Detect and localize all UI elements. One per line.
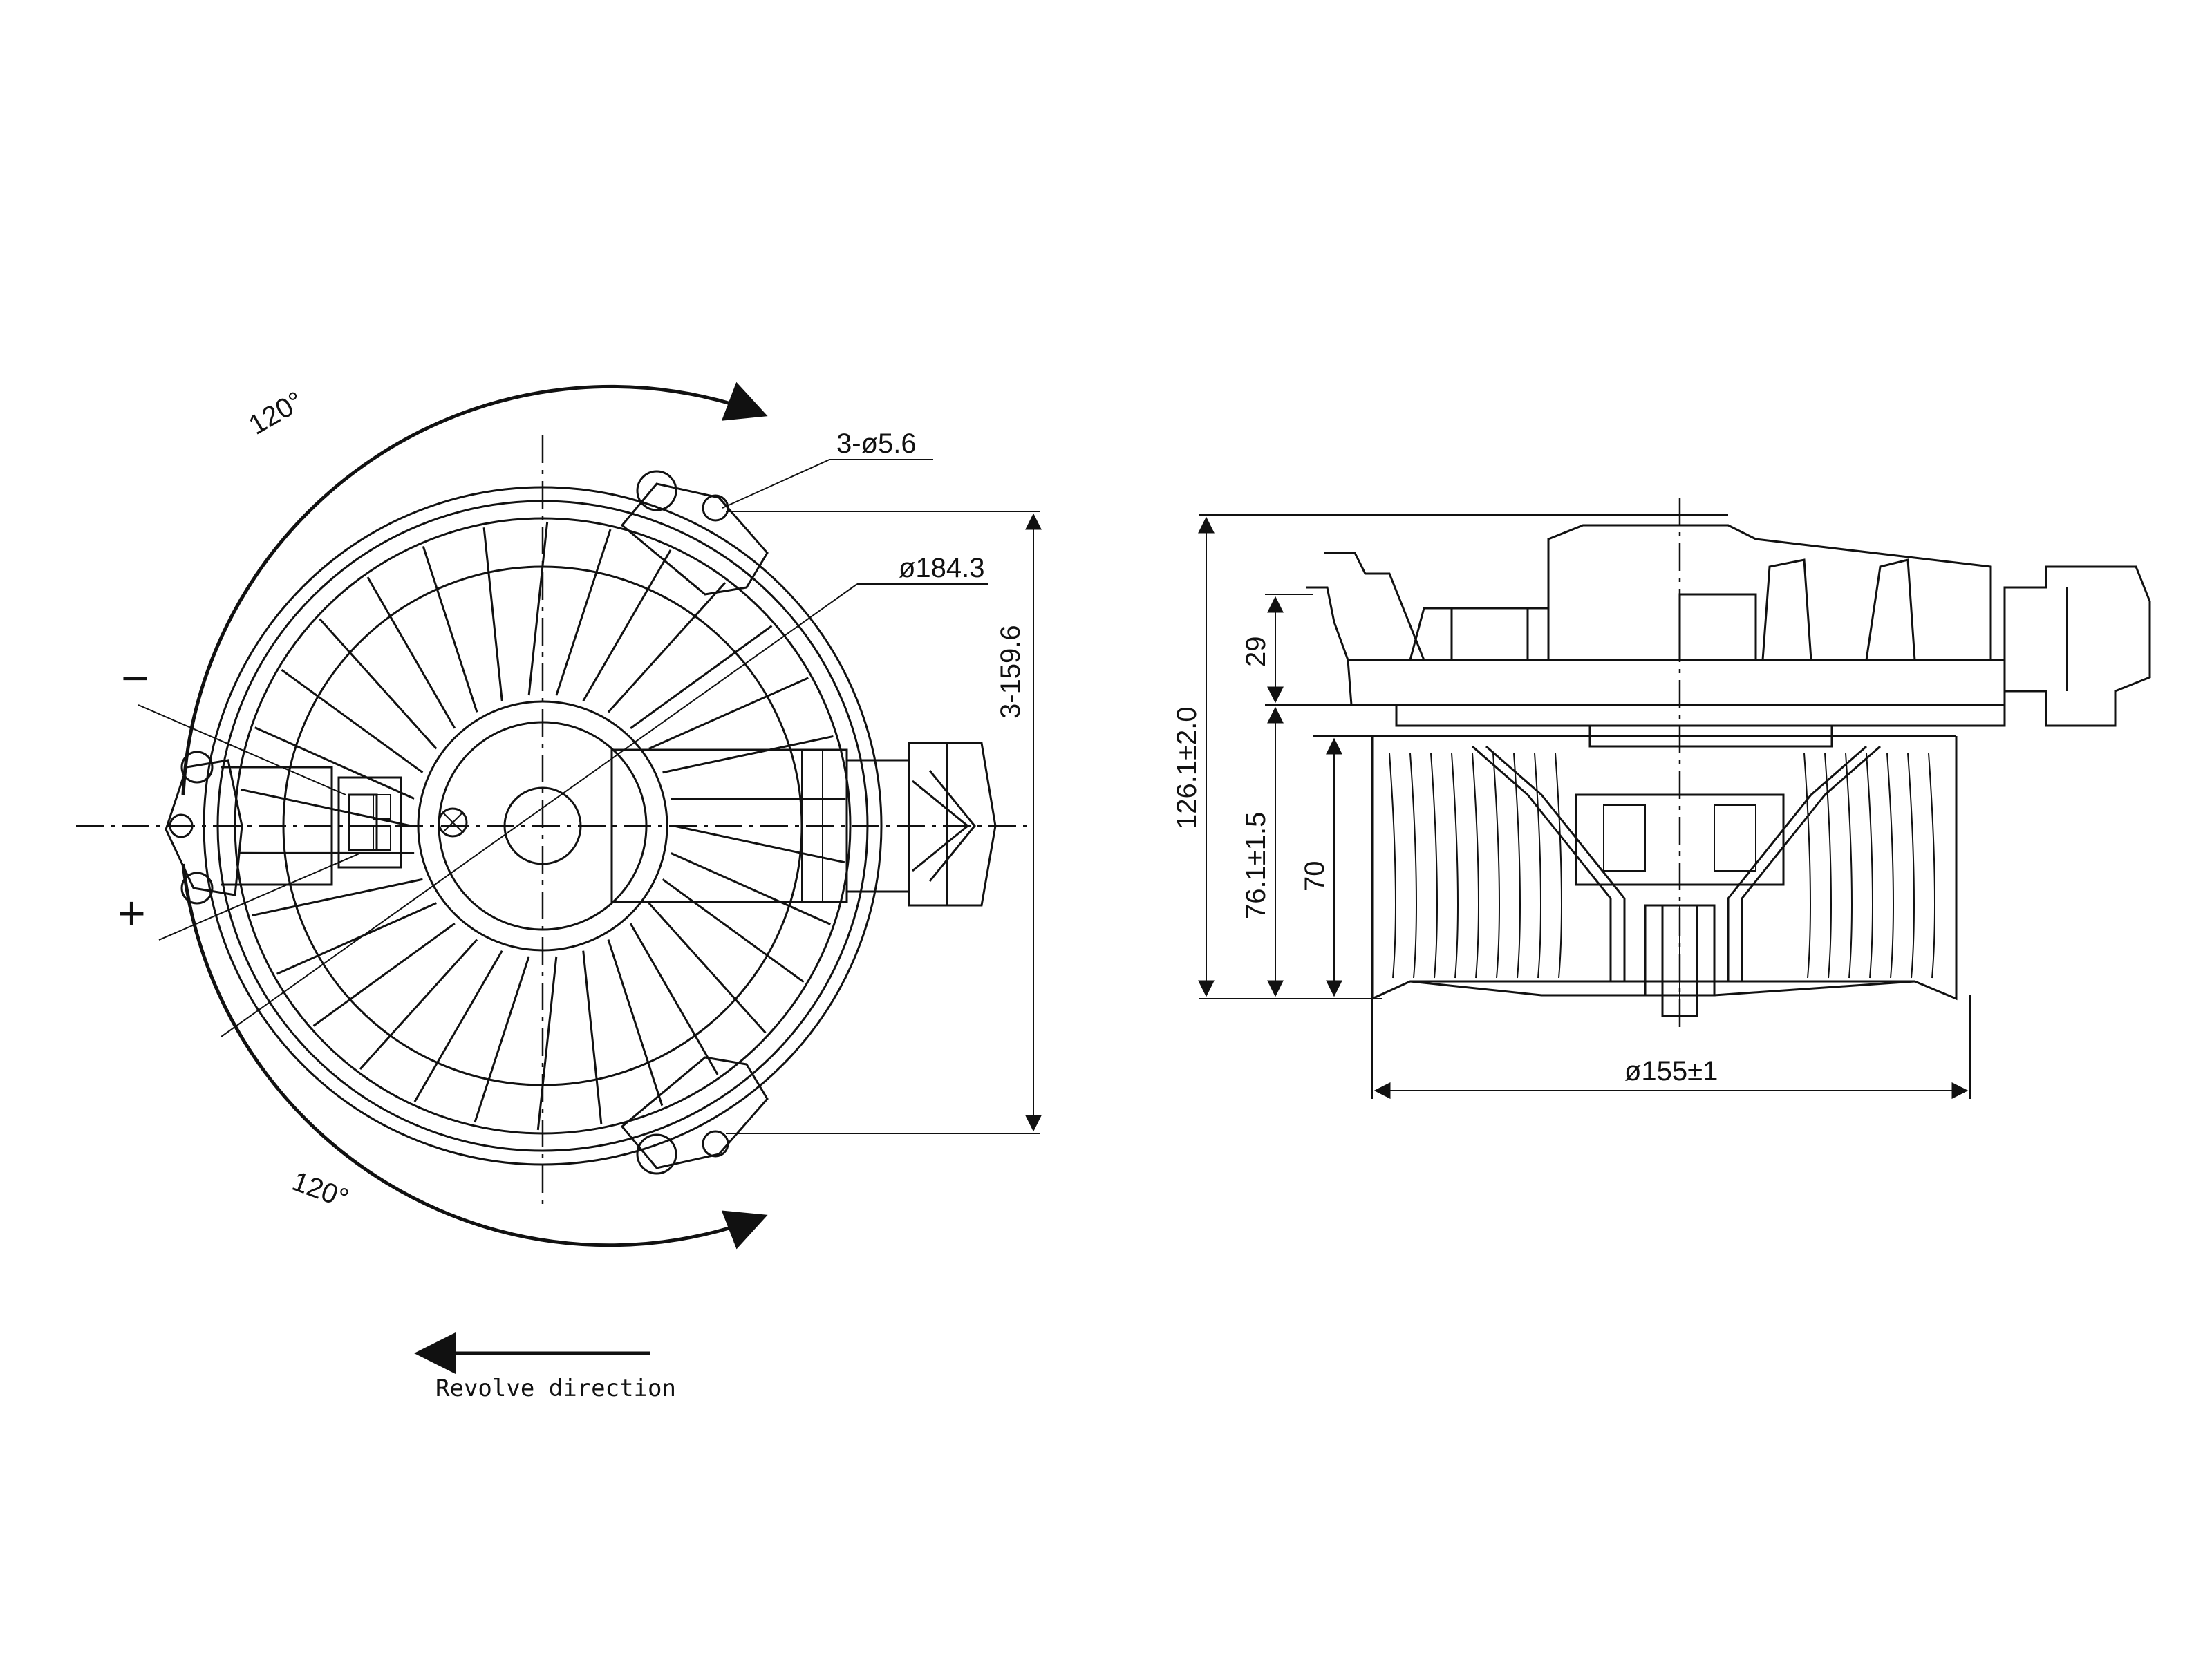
diameter-label: ø184.3 [899, 553, 985, 583]
height-wheel-label: 76.1±1.5 [1241, 812, 1271, 919]
fan-blade [422, 545, 478, 713]
wheel-blade [1451, 753, 1459, 979]
fan-blade [582, 549, 672, 702]
wheel-blade [1492, 753, 1500, 979]
motor-body [610, 742, 997, 907]
front-view [76, 381, 1042, 1374]
wheel-blade [1513, 753, 1521, 979]
side-view [1198, 498, 2151, 1099]
minus-leader [138, 704, 346, 795]
fan-blade [276, 902, 437, 975]
wheel-blade [1534, 753, 1541, 979]
fan-blade [254, 726, 415, 800]
diameter-leader [221, 583, 858, 1037]
holes-leader [722, 459, 830, 509]
pitch-label: 3-159.6 [995, 625, 1026, 719]
wheel-blade [1472, 753, 1479, 979]
fan-blade [630, 625, 773, 730]
fan-blade [482, 527, 503, 701]
fan-blade [607, 582, 727, 713]
height-top-label: 29 [1241, 637, 1271, 668]
wheel-blade [1824, 753, 1832, 979]
fan-blade [527, 521, 549, 696]
fan-blade [366, 576, 456, 729]
fan-blade [671, 852, 831, 925]
wheel-blade [1389, 753, 1396, 979]
fan-blade [536, 956, 558, 1131]
direction-label: Revolve direction [435, 1375, 676, 1402]
fan-blade [662, 735, 834, 774]
height-total-label: 126.1±2.0 [1172, 706, 1202, 829]
fan-blade [281, 668, 424, 773]
wheel-blade [1430, 753, 1438, 979]
angle-label-top: 120° [244, 386, 309, 440]
fan-blade [648, 677, 809, 750]
fan-blade [673, 825, 845, 864]
fan-blade [359, 939, 478, 1070]
fan-blade [319, 618, 438, 750]
fan-blade [474, 956, 530, 1123]
fan-blade [582, 950, 603, 1124]
wheel-diameter-label: ø155±1 [1624, 1056, 1718, 1086]
side-connector [2003, 565, 2151, 727]
fan-blade [240, 788, 412, 827]
fan-blade [607, 939, 664, 1106]
wheel-blade [1886, 753, 1894, 979]
holes-label: 3-ø5.6 [836, 428, 917, 459]
angle-arc-top [181, 381, 768, 795]
fan-blade [629, 923, 719, 1075]
fan-blade [555, 529, 612, 696]
housing-top [1347, 659, 2006, 706]
mounting-lug-bottom [620, 1056, 769, 1175]
fan-blade [648, 902, 767, 1034]
angle-label-bottom: 120° [288, 1166, 353, 1214]
wheel-blade [1409, 753, 1417, 979]
wheel-blade [1803, 753, 1811, 979]
screw [438, 807, 468, 838]
blower-wheel [1371, 735, 1958, 1017]
angle-arc-bottom [181, 863, 768, 1250]
wheel-blades [1389, 753, 1936, 979]
fan-blades [239, 521, 846, 1131]
wheel-blade [1866, 753, 1873, 979]
mounting-lug-top [620, 470, 769, 596]
fan-blade [662, 878, 805, 983]
fan-blade [312, 922, 456, 1027]
wheel-blade [1928, 753, 1936, 979]
minus-sign: − [121, 651, 149, 705]
wheel-blade [1907, 753, 1915, 979]
flange [1395, 704, 2006, 727]
plus-sign: + [118, 886, 146, 940]
fan-blade [413, 950, 503, 1102]
height-blade-label: 70 [1300, 861, 1330, 892]
wheel-blade [1555, 753, 1562, 979]
plus-leader [158, 853, 360, 941]
fan-blade [252, 878, 423, 917]
wheel-blade [1845, 753, 1853, 979]
